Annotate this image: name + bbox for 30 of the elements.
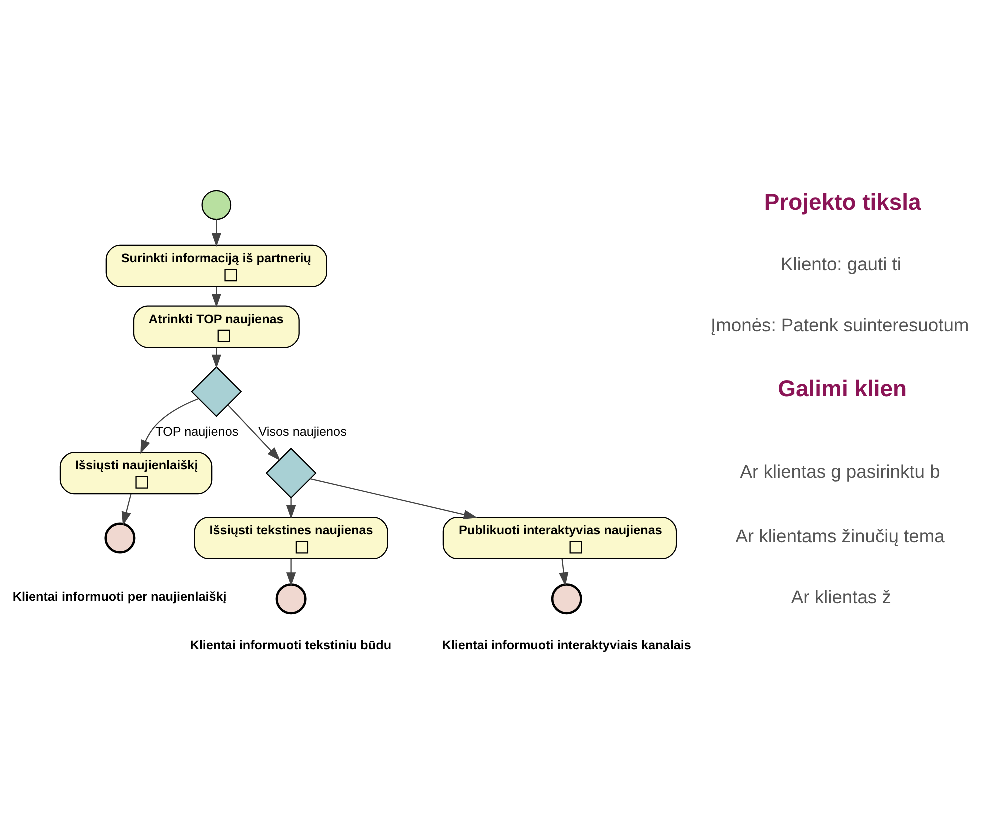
label: Galimi klien (778, 375, 908, 402)
arrow (122, 494, 132, 526)
label: Ar klientas g pasirinktu b (740, 460, 940, 482)
label: Ar klientams žinučių tema (736, 526, 945, 547)
label: Projekto tiksla (764, 188, 922, 215)
label: Kliento: gauti ti (781, 253, 902, 274)
node-label: Klientai informuoti interaktyviais kanalais (442, 638, 692, 652)
node-circle (551, 584, 582, 615)
node-diamond (191, 366, 242, 418)
arrow (286, 559, 296, 586)
edge-label: Visos naujienos (258, 424, 347, 439)
arrow (228, 405, 281, 461)
edge-label: TOP naujienos (156, 424, 239, 439)
arrow (140, 398, 199, 454)
node-circle (202, 190, 232, 220)
node-box: Publikuoti interaktyvias naujienas (442, 517, 678, 560)
node-label: Klientai informuoti per naujienlaiškį (12, 590, 227, 604)
node-label: Klientai informuoti tekstiniu būdu (190, 638, 392, 652)
arrow (310, 478, 478, 520)
node-circle (104, 522, 136, 554)
node-box: Atrinkti TOP naujienas (133, 306, 300, 348)
arrow (559, 559, 569, 586)
label: Įmonės: Patenk suinteresuotum (711, 314, 970, 336)
node-box: Surinkti informaciją iš partnerių (106, 244, 328, 288)
arrow (286, 498, 296, 520)
arrow (212, 220, 222, 248)
node-box: Išsiųsti tekstines naujienas (194, 517, 388, 560)
node-box: Išsiųsti naujienlaiškį (60, 452, 213, 495)
node-circle (276, 584, 307, 615)
label: Ar klientas ž (791, 586, 892, 608)
